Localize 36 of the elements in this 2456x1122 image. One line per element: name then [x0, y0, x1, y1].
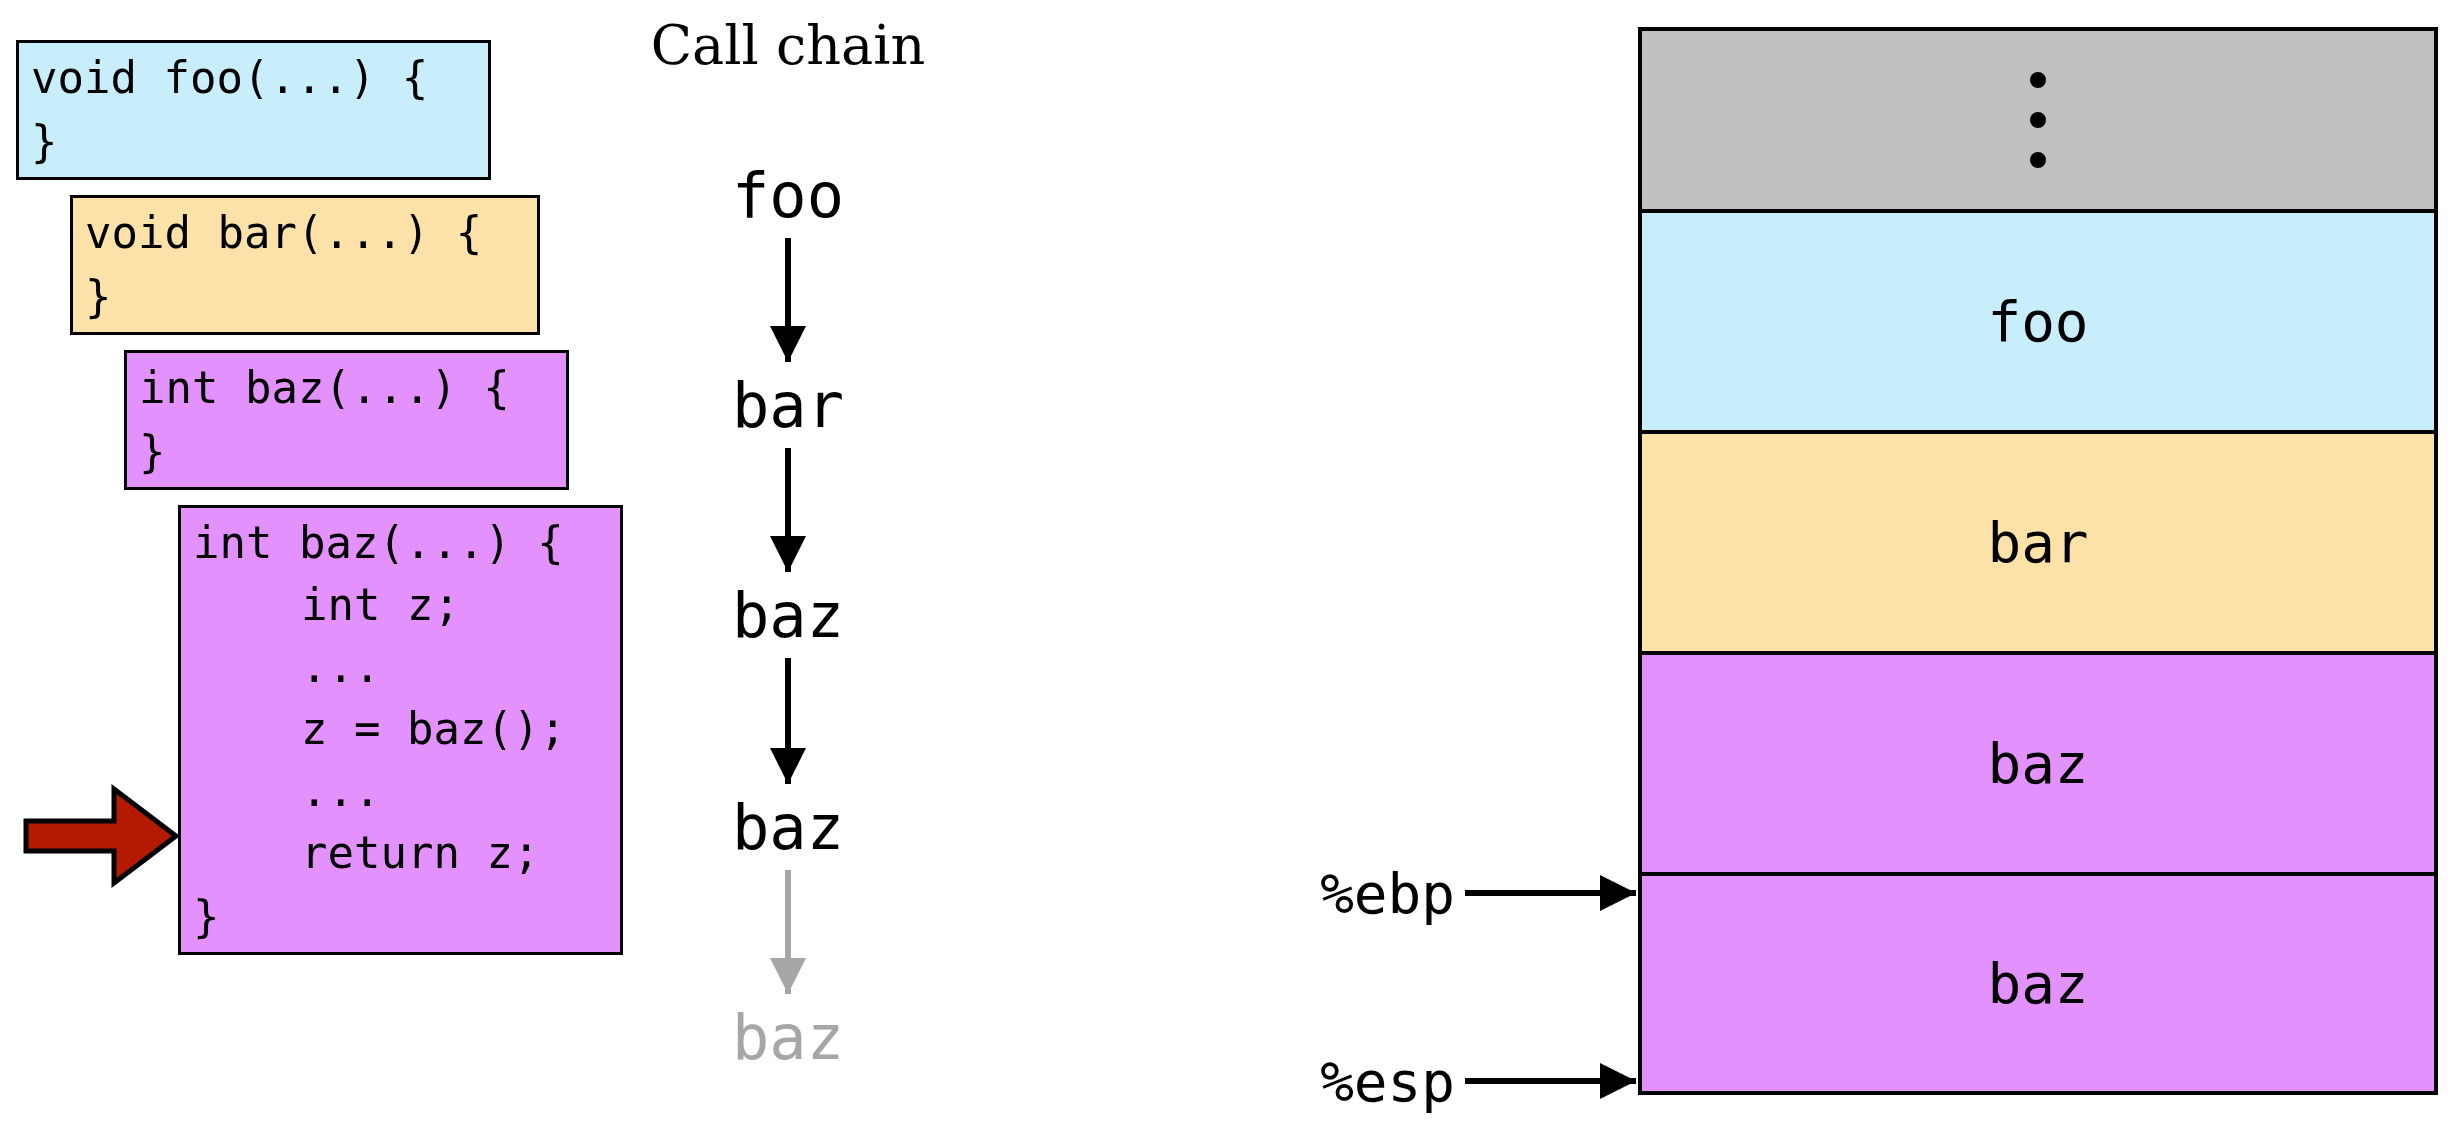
code-line: ... [301, 640, 381, 694]
register-label: %ebp [1260, 855, 1455, 931]
arrow [770, 448, 806, 572]
code-line: void foo(...) { [31, 51, 429, 105]
function-name: baz [708, 1000, 868, 1074]
function-name: baz [708, 578, 868, 652]
code-card [70, 195, 540, 335]
function-name: baz [708, 790, 868, 864]
code-line: } [193, 890, 220, 944]
code-line: void bar(...) { [85, 206, 483, 260]
code-card [16, 40, 491, 180]
code-line: int z; [301, 578, 460, 632]
frame-label: foo [1987, 289, 2089, 354]
frame-label: baz [1987, 731, 2089, 796]
code-line: return z; [301, 826, 540, 880]
code-line: } [85, 270, 112, 324]
arrow [1465, 875, 1636, 911]
function-name: foo [708, 158, 868, 232]
code-line: } [139, 425, 166, 479]
function-name: bar [708, 368, 868, 442]
frame-label: bar [1987, 510, 2089, 575]
code-card [178, 505, 623, 955]
arrow [770, 870, 806, 994]
arrow [770, 238, 806, 362]
heading: Call chain [649, 13, 927, 79]
code-line: ... [301, 764, 381, 818]
register-label: %esp [1260, 1043, 1455, 1119]
code-line: int baz(...) { [193, 516, 564, 570]
arrow [1465, 1063, 1636, 1099]
frame-label: baz [1987, 951, 2089, 1016]
block-arrow [23, 783, 181, 889]
arrow [770, 658, 806, 784]
code-line: int baz(...) { [139, 361, 510, 415]
code-line: } [31, 115, 58, 169]
code-line: z = baz(); [301, 702, 566, 756]
code-card [124, 350, 569, 490]
